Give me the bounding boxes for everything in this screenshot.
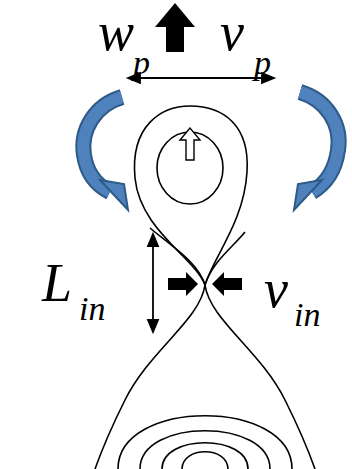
variable-symbol: L — [42, 256, 72, 310]
variable-symbol: v — [264, 262, 288, 316]
arch-line — [182, 452, 228, 469]
variable-symbol: v — [220, 5, 244, 59]
inflow-arrow — [168, 272, 198, 296]
outflow-arrow — [155, 3, 195, 52]
subscript: in — [79, 292, 105, 326]
arch-line — [162, 443, 248, 469]
hollow-arrow — [180, 128, 200, 160]
field-lines — [95, 106, 315, 469]
plasmoid-loop — [134, 106, 247, 285]
separatrix — [205, 232, 245, 285]
subscript: p — [133, 46, 150, 80]
rotation-arrow — [83, 97, 128, 210]
subscript: in — [294, 298, 320, 332]
inflow-arrow — [212, 272, 242, 296]
rotation-arrow — [294, 92, 339, 210]
variable-symbol: w — [98, 5, 134, 59]
separatrix — [95, 285, 205, 469]
subscript: p — [254, 46, 271, 80]
length-arrow — [148, 234, 158, 332]
separatrix — [150, 228, 205, 285]
arch-line — [118, 416, 292, 469]
arch-line — [140, 431, 270, 469]
